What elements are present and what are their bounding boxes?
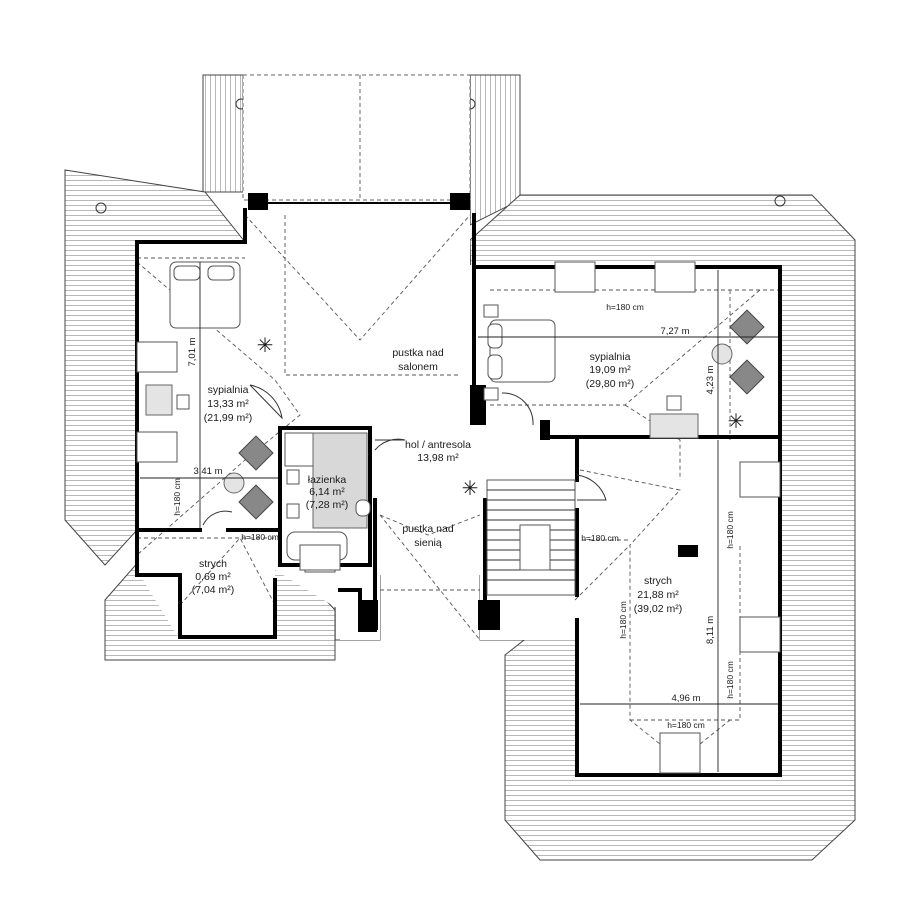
bathroom-area: 6,14 m² [309, 486, 345, 498]
stairs [486, 479, 576, 596]
height-label: h=180 cm [606, 302, 644, 312]
sink [286, 469, 300, 485]
plant-icon: ✳ [462, 478, 479, 500]
glazing-top [242, 74, 471, 210]
dim-attic-width: 4,96 m [671, 693, 700, 704]
door-attic-right [576, 474, 607, 501]
height-label: h=180 cm [725, 511, 735, 549]
room-labels: pustka nad salonem sypialnia 13,33 m² (2… [192, 347, 683, 615]
void-living-label: pustka nad [392, 347, 444, 359]
wardrobe [284, 432, 316, 467]
dimension-labels: 7,01 m 3,41 m 7,27 m 4,23 m 8,11 m 4,96 … [187, 326, 716, 704]
ridge-lines [136, 214, 780, 761]
armchair [729, 359, 765, 395]
bedroom-left-area-total: (21,99 m²) [204, 412, 252, 424]
dim-right-bedroom-length: 7,27 m [660, 326, 689, 337]
vent-icon [95, 202, 107, 214]
attic-left-area: 0,69 m² [195, 571, 231, 583]
hall-name: hol / antresola [405, 439, 471, 451]
void-living-label: salonem [398, 361, 438, 373]
armchair [238, 435, 274, 471]
attic-left-name: strych [199, 558, 227, 570]
bedroom-right-name: sypialnia [590, 351, 631, 363]
attic-right-area: 21,88 m² [637, 589, 679, 601]
dim-attic-length: 8,11 m [705, 616, 716, 644]
dimension-lines [140, 262, 778, 772]
height-labels: h=180 cm h=180 cm h=180 cm h=180 cm h=18… [172, 302, 735, 730]
void-hall-label: sienią [414, 537, 442, 549]
attic-right-area-total: (39,02 m²) [634, 603, 682, 615]
side-table [711, 343, 733, 365]
height-label: h=180 cm [618, 601, 628, 639]
interior [137, 210, 780, 775]
height-label: h=180 cm [581, 533, 619, 543]
dim-right-bedroom-width: 4,23 m [705, 365, 716, 394]
plant-icon: ✳ [257, 335, 274, 357]
desk-left [145, 384, 173, 416]
bathroom-area-total: (7,28 m²) [306, 499, 349, 511]
bed-right [489, 319, 556, 383]
armchair [729, 309, 765, 345]
walls [135, 208, 782, 777]
furniture: ✳ ✳ ✳ [136, 261, 781, 774]
toilet [355, 499, 371, 517]
plant-icon: ✳ [728, 411, 745, 433]
door-bathroom [374, 438, 406, 451]
bedroom-left-area: 13,33 m² [207, 398, 249, 410]
attic-left-area-total: (7,04 m²) [192, 584, 235, 596]
height-label: h=180 cm [241, 532, 279, 542]
void-hall-label: pustka nad [402, 523, 454, 535]
door-bedroom-left [249, 384, 283, 420]
vent-icon [774, 195, 786, 207]
door-bedroom-right [501, 392, 534, 426]
roof-top-left [202, 74, 244, 193]
height-label: h=180 cm [667, 720, 705, 730]
height-label: h=180 cm [172, 478, 182, 516]
height-label: h=180 cm [725, 661, 735, 699]
desk-right [649, 413, 699, 439]
bedroom-left-name: sypialnia [208, 384, 249, 396]
hall-area: 13,98 m² [417, 452, 459, 464]
door-attic-left [202, 510, 233, 526]
sink [286, 503, 300, 519]
doors [202, 384, 607, 526]
bedroom-right-area: 19,09 m² [589, 364, 631, 376]
side-table [223, 472, 245, 494]
attic-right-name: strych [644, 575, 672, 587]
armchair [238, 484, 274, 520]
dim-left-bedroom-length: 7,01 m [187, 337, 198, 366]
bathroom-name: łazienka [308, 474, 347, 486]
bedroom-right-area-total: (29,80 m²) [586, 378, 634, 390]
dim-left-bedroom-width: 3,41 m [193, 466, 222, 477]
